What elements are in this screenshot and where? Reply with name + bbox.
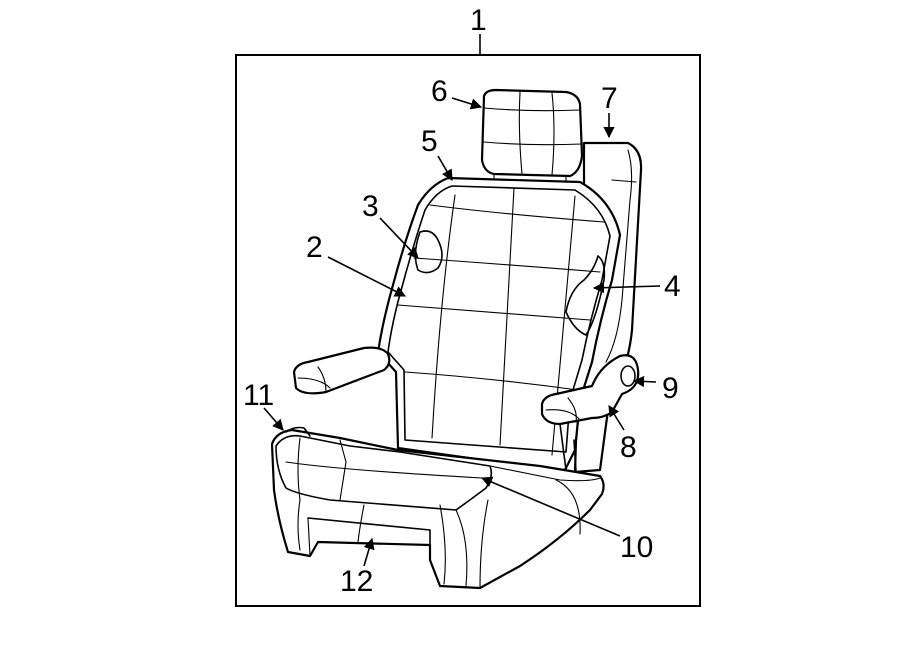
callout-labels: 1 2 3 4 5 6 7 8 9 10 11 12 xyxy=(243,4,681,598)
callout-1: 1 xyxy=(470,4,487,37)
armrest-left-seam xyxy=(297,377,331,389)
callout-5: 5 xyxy=(421,125,438,158)
leader-5 xyxy=(437,155,453,181)
leader-lines xyxy=(263,97,661,567)
seatback-seam-h4 xyxy=(404,371,579,391)
shield-edge-line xyxy=(605,149,633,363)
seatback-seam-v1 xyxy=(499,187,515,446)
seat-illustration xyxy=(270,88,643,590)
callout-10: 10 xyxy=(620,531,653,564)
leader-12 xyxy=(363,537,375,567)
assembly-frame xyxy=(235,54,701,607)
cushion-cutout-edge xyxy=(307,517,311,557)
callout-11: 11 xyxy=(243,379,274,412)
shield-seam xyxy=(611,179,637,183)
armrest-left-seam-2 xyxy=(317,366,327,393)
cushion-front-seam-1 xyxy=(455,509,468,587)
leader-2 xyxy=(327,256,406,297)
cushion-front-seam-4 xyxy=(297,499,301,551)
cushion-seam-3 xyxy=(297,437,301,501)
cushion-side-seam xyxy=(555,479,581,535)
armrest-right-seam-2 xyxy=(567,397,577,423)
side-trim xyxy=(285,426,311,437)
armrest-left xyxy=(292,346,391,395)
cushion-top xyxy=(275,434,493,511)
callout-9: 9 xyxy=(662,372,679,405)
cushion-corner xyxy=(479,499,489,589)
seatback-seam-h1 xyxy=(429,204,605,223)
cushion-rear-edge xyxy=(489,465,601,482)
callout-8: 8 xyxy=(620,431,637,464)
leader-8 xyxy=(608,405,625,431)
seatback-pad-left xyxy=(414,230,443,274)
cushion-seam-2 xyxy=(285,461,483,479)
leader-3 xyxy=(379,217,419,259)
seatback-cover xyxy=(387,185,611,453)
headrest xyxy=(480,88,584,178)
callout-7: 7 xyxy=(601,82,618,115)
seatback-seam-h3 xyxy=(397,304,591,321)
headrest-seam-1 xyxy=(483,107,581,112)
headrest-seam-v2 xyxy=(551,92,555,176)
callout-4: 4 xyxy=(664,270,681,303)
callout-2: 2 xyxy=(306,231,323,264)
cushion-seam-1 xyxy=(339,439,347,501)
seatback-seam-h2 xyxy=(413,257,601,273)
headrest-seam-2 xyxy=(483,141,583,146)
leader-4 xyxy=(592,282,661,294)
callout-3: 3 xyxy=(362,190,379,223)
headrest-seam-v xyxy=(518,91,523,175)
leader-10 xyxy=(480,476,621,537)
cushion-front-seam-3 xyxy=(357,504,365,543)
leader-11 xyxy=(263,407,284,431)
callout-6: 6 xyxy=(431,75,448,108)
leader-9 xyxy=(632,375,657,388)
leader-6 xyxy=(451,97,483,110)
cushion-front-seam-2 xyxy=(439,504,446,585)
seatback-pad-right xyxy=(565,255,606,336)
headrest-posts xyxy=(493,173,567,183)
cushion-cutout xyxy=(307,517,431,546)
armrest-right-seam xyxy=(545,409,581,421)
callout-12: 12 xyxy=(340,565,373,598)
